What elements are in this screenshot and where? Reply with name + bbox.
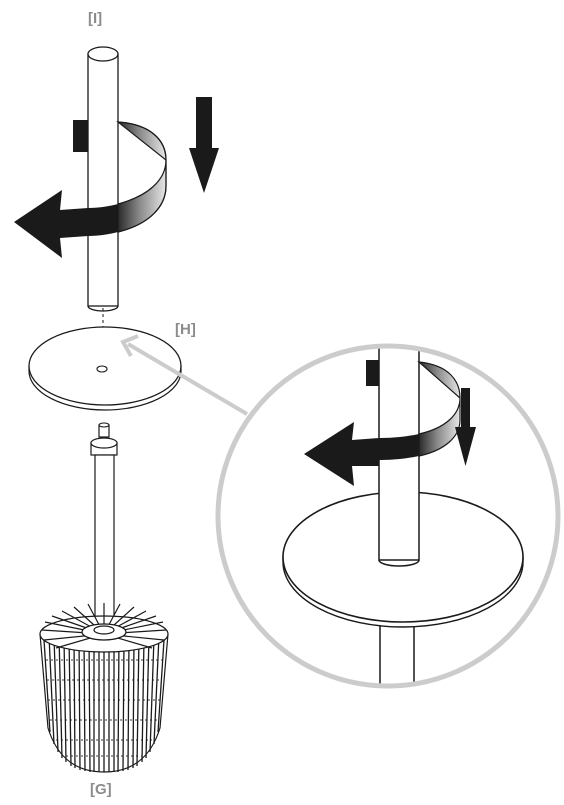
brush — [39, 422, 169, 773]
arrow-down-icon — [189, 97, 219, 193]
handle-rod — [87, 46, 119, 312]
label-disc: [H] — [175, 321, 196, 338]
pointer-arrow-icon — [120, 334, 249, 416]
label-handle: [I] — [88, 10, 102, 27]
disc — [28, 326, 182, 411]
label-brush: [G] — [90, 781, 112, 798]
rotate-counterclockwise-arrow-icon — [14, 120, 167, 258]
detail-callout — [215, 343, 561, 689]
